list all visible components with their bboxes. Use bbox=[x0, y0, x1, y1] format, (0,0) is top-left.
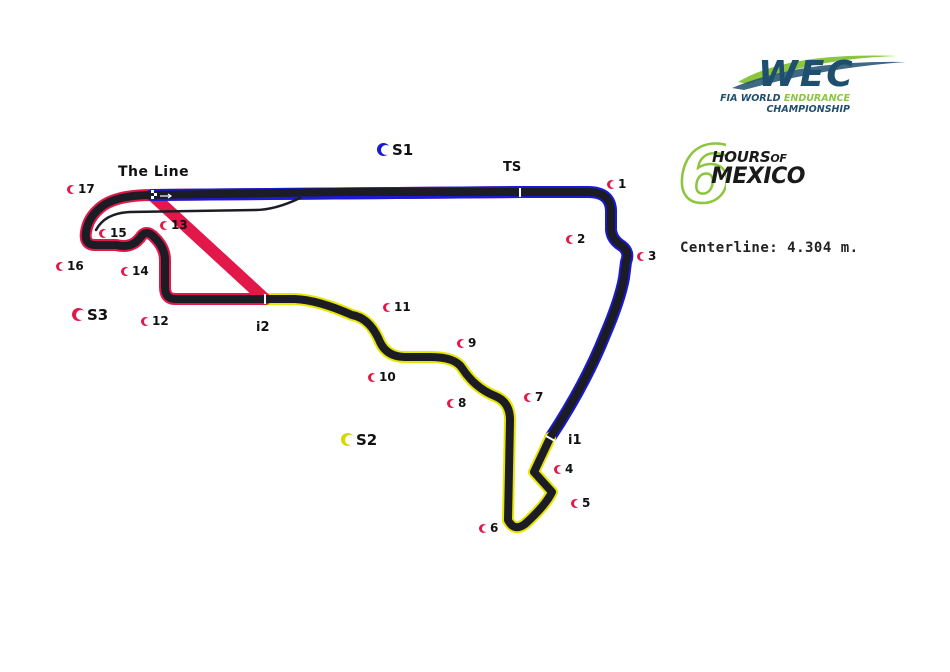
i1-marker bbox=[545, 435, 556, 442]
corner-15-label: 15 bbox=[99, 226, 127, 240]
event-hours-text: HOURS bbox=[712, 148, 771, 166]
intermediate-i1-label: i1 bbox=[568, 433, 582, 448]
wec-subtitle-line2: CHAMPIONSHIP bbox=[766, 104, 850, 115]
sector-s1-icon bbox=[377, 143, 391, 156]
intermediate-i2-label: i2 bbox=[256, 320, 270, 335]
corner-2-label: 2 bbox=[566, 232, 585, 246]
sector-s2-icon bbox=[341, 433, 355, 446]
wec-logo-text: WEC bbox=[758, 54, 855, 94]
corner-11-icon bbox=[383, 303, 393, 312]
corner-3-label: 3 bbox=[637, 249, 656, 263]
sector-s1-label: S1 bbox=[377, 141, 413, 159]
event-hours-label: HOURSOF bbox=[712, 148, 787, 166]
corner-10-icon bbox=[368, 373, 378, 382]
pit-lane bbox=[94, 196, 302, 232]
event-of-text: OF bbox=[770, 152, 787, 165]
sector-s2-label: S2 bbox=[341, 431, 377, 449]
track-main bbox=[81, 188, 632, 532]
wec-logo: WEC bbox=[732, 54, 906, 94]
corner-10-label: 10 bbox=[368, 370, 396, 384]
corner-16-label: 16 bbox=[56, 259, 84, 273]
corner-6-label: 6 bbox=[479, 521, 498, 535]
corner-12-label: 12 bbox=[141, 314, 169, 328]
corner-3-icon bbox=[637, 252, 647, 261]
corner-6-icon bbox=[479, 524, 489, 533]
wec-subtitle-accent: ENDURANCE bbox=[783, 93, 850, 104]
wec-subtitle: FIA WORLD ENDURANCE CHAMPIONSHIP bbox=[690, 93, 850, 115]
corner-2-icon bbox=[566, 235, 576, 244]
finish-line-label: The Line bbox=[118, 164, 190, 180]
corner-8-icon bbox=[447, 399, 457, 408]
corner-1-label: 1 bbox=[607, 177, 626, 191]
corner-14-label: 14 bbox=[121, 264, 149, 278]
speed-trap-label: TS bbox=[503, 160, 522, 175]
corner-9-icon bbox=[457, 339, 467, 348]
corner-7-icon bbox=[524, 393, 534, 402]
sector-s3-label: S3 bbox=[72, 306, 108, 324]
corner-17-icon bbox=[67, 185, 77, 194]
corner-7-label: 7 bbox=[524, 390, 543, 404]
corner-17-label: 17 bbox=[67, 182, 95, 196]
sector-s3-icon bbox=[72, 308, 86, 321]
corner-12-icon bbox=[141, 317, 151, 326]
corner-1-icon bbox=[607, 180, 617, 189]
event-number: 6 bbox=[678, 132, 726, 210]
wec-subtitle-line1: FIA WORLD bbox=[720, 93, 781, 104]
corner-16-icon bbox=[56, 262, 66, 271]
corner-15-icon bbox=[99, 229, 109, 238]
corner-11-label: 11 bbox=[383, 300, 411, 314]
corner-5-label: 5 bbox=[571, 496, 590, 510]
six-hours-logo-mark: 6 bbox=[677, 132, 726, 210]
corner-8-label: 8 bbox=[447, 396, 466, 410]
corner-4-icon bbox=[554, 465, 564, 474]
corner-5-icon bbox=[571, 499, 581, 508]
centerline-length: Centerline: 4.304 m. bbox=[680, 240, 859, 256]
finish-line-marker bbox=[151, 190, 173, 199]
sector3-outline bbox=[79, 186, 526, 305]
corner-9-label: 9 bbox=[457, 336, 476, 350]
corner-13-label: 13 bbox=[160, 218, 188, 232]
corner-4-label: 4 bbox=[554, 462, 573, 476]
event-name: MEXICO bbox=[711, 164, 805, 189]
corner-13-icon bbox=[160, 221, 170, 230]
corner-14-icon bbox=[121, 267, 131, 276]
